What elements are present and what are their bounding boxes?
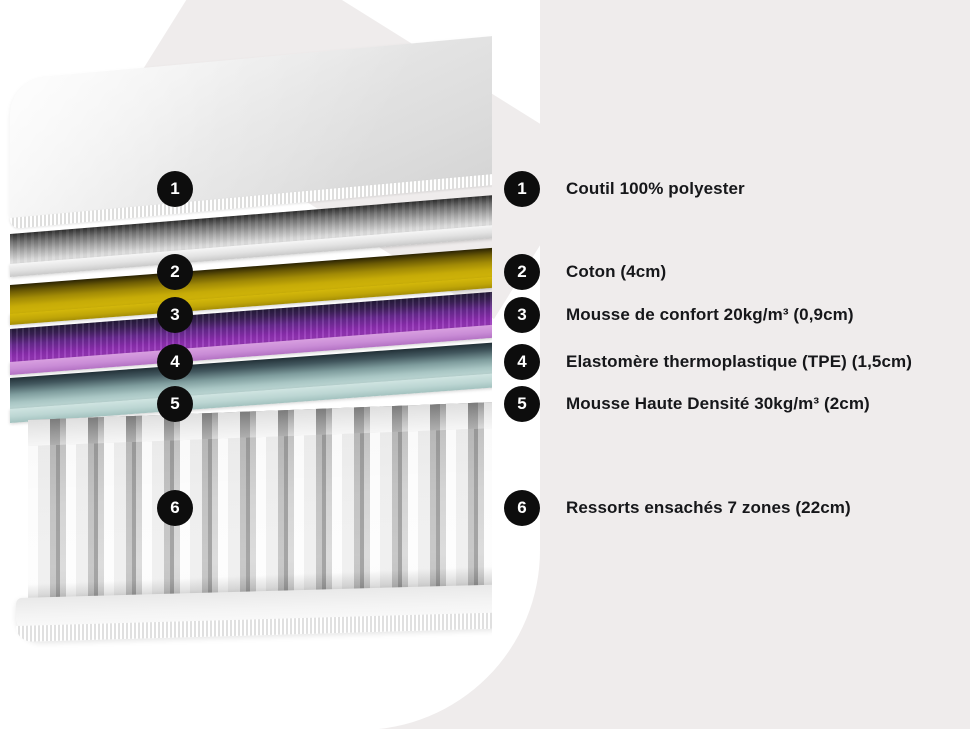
photo-badge-3[interactable]: 3 [157,297,193,333]
legend-row-1[interactable]: 1 Coutil 100% polyester [504,171,745,207]
photo-badge-1[interactable]: 1 [157,171,193,207]
legend-label-1: Coutil 100% polyester [566,179,745,198]
legend-list: 1 Coutil 100% polyester 2 Coton (4cm) 3 … [504,0,964,729]
legend-badge-3-number: 3 [517,305,527,324]
legend-row-4[interactable]: 4 Elastomère thermoplastique (TPE) (1,5c… [504,344,912,380]
photo-badge-4-number: 4 [170,352,180,371]
legend-badge-6[interactable]: 6 [504,490,540,526]
legend-badge-1-number: 1 [517,179,527,198]
legend-label-2: Coton (4cm) [566,262,667,281]
legend-label-3: Mousse de confort 20kg/m³ (0,9cm) [566,305,854,324]
legend-row-2[interactable]: 2 Coton (4cm) [504,254,666,290]
cover-highlight [10,32,492,223]
photo-badge-1-number: 1 [170,179,180,198]
legend-badge-5[interactable]: 5 [504,386,540,422]
mattress-cutaway-image: 1 2 3 4 5 6 [10,32,492,642]
photo-badge-4[interactable]: 4 [157,344,193,380]
legend-badge-6-number: 6 [517,498,527,517]
legend-label-5: Mousse Haute Densité 30kg/m³ (2cm) [566,394,870,413]
legend-row-6[interactable]: 6 Ressorts ensachés 7 zones (22cm) [504,490,851,526]
photo-badge-2[interactable]: 2 [157,254,193,290]
legend-row-3[interactable]: 3 Mousse de confort 20kg/m³ (0,9cm) [504,297,854,333]
photo-badge-5[interactable]: 5 [157,386,193,422]
photo-badge-6[interactable]: 6 [157,490,193,526]
layer-pocket-springs [28,401,492,610]
legend-badge-2-number: 2 [517,262,527,281]
legend-label-4: Elastomère thermoplastique (TPE) (1,5cm) [566,352,912,371]
legend-badge-2[interactable]: 2 [504,254,540,290]
legend-badge-4-number: 4 [517,352,527,371]
legend-badge-5-number: 5 [517,394,527,413]
legend-row-5[interactable]: 5 Mousse Haute Densité 30kg/m³ (2cm) [504,386,870,422]
legend-label-6: Ressorts ensachés 7 zones (22cm) [566,498,851,517]
photo-badge-5-number: 5 [170,394,180,413]
base-weave-texture [16,612,492,642]
legend-badge-1[interactable]: 1 [504,171,540,207]
legend-badge-3[interactable]: 3 [504,297,540,333]
photo-badge-2-number: 2 [170,262,180,281]
legend-badge-4[interactable]: 4 [504,344,540,380]
photo-badge-3-number: 3 [170,305,180,324]
photo-badge-6-number: 6 [170,498,180,517]
